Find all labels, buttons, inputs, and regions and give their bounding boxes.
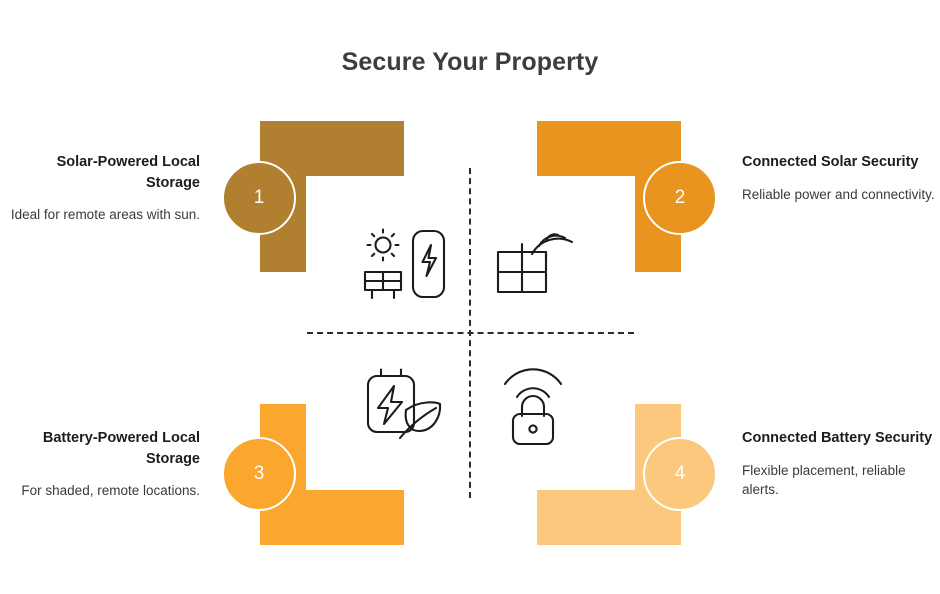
- quadrant-4-body: Flexible placement, reliable alerts.: [742, 462, 906, 497]
- quadrant-3-body: For shaded, remote locations.: [21, 483, 200, 499]
- quadrant-3-text: Battery-Powered Local Storage For shaded…: [0, 428, 200, 500]
- step-badge-1-label: 1: [253, 187, 265, 208]
- quadrant-4-heading: Connected Battery Security: [742, 430, 933, 446]
- step-badge-3-label: 3: [253, 463, 265, 484]
- step-badge-3[interactable]: 3: [222, 437, 296, 511]
- quadrant-1-heading: Solar-Powered Local Storage: [56, 154, 200, 191]
- step-badge-2[interactable]: 2: [643, 161, 717, 235]
- page-title: Secure Your Property: [341, 48, 599, 76]
- divider-vertical: [469, 168, 471, 498]
- quadrant-2-text: Connected Solar Security Reliable power …: [742, 152, 940, 204]
- battery-leaf-icon: [362, 368, 446, 449]
- quadrant-4-text: Connected Battery Security Flexible plac…: [742, 428, 940, 499]
- quadrant-1-body: Ideal for remote areas with sun.: [10, 207, 200, 223]
- quadrant-1-text: Solar-Powered Local Storage Ideal for re…: [0, 152, 200, 224]
- step-badge-4[interactable]: 4: [643, 437, 717, 511]
- solar-panel-wifi-icon: [492, 228, 576, 305]
- quadrant-3-heading: Battery-Powered Local Storage: [42, 430, 200, 467]
- quadrant-1-bar-top: [260, 121, 404, 176]
- step-badge-2-label: 2: [674, 187, 686, 208]
- solar-panel-battery-icon: [360, 228, 452, 305]
- step-badge-4-label: 4: [674, 463, 686, 484]
- quadrant-2-body: Reliable power and connectivity.: [742, 186, 935, 202]
- quadrant-2-heading: Connected Solar Security: [742, 154, 919, 170]
- quadrant-2-bar-top: [537, 121, 681, 176]
- wifi-padlock-icon: [498, 364, 574, 451]
- step-badge-1[interactable]: 1: [222, 161, 296, 235]
